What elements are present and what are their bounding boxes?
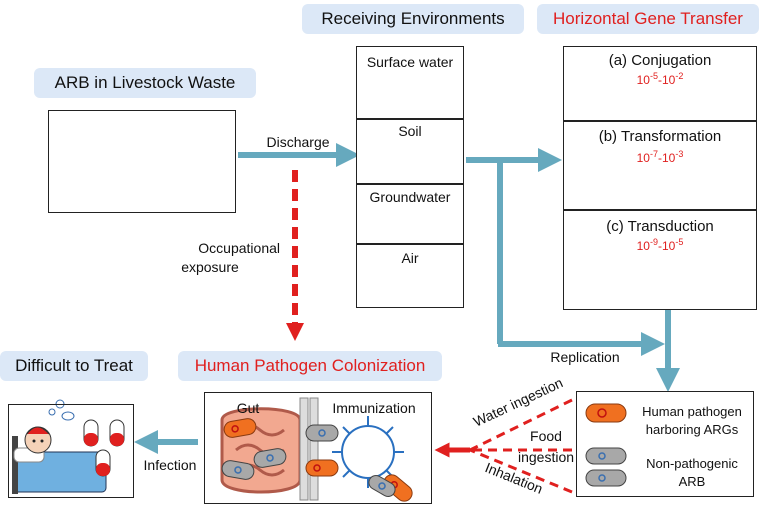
env-air: Air	[401, 250, 419, 266]
hgt-conjugation-rate: 10-5-10-2	[636, 71, 684, 87]
conj-exp-a: -5	[649, 71, 658, 81]
trf-rate-b: 10	[662, 151, 676, 165]
infection-label: Infection	[143, 457, 197, 473]
legend-pathogen-line-2: harboring ARGs	[645, 422, 739, 437]
env-divider-3	[356, 243, 464, 245]
hgt-transformation-label: (b) Transformation	[598, 128, 722, 145]
food-ingestion-label-2: ingestion	[517, 449, 575, 465]
legend-pathogen-line-1: Human pathogen	[642, 404, 742, 419]
trf-rate-a: 10	[636, 151, 650, 165]
env-surface-water: Surface water	[366, 54, 454, 70]
legend-bacteria	[585, 403, 627, 487]
epithelial-barrier	[299, 397, 319, 501]
patient-illustration	[12, 399, 125, 494]
conj-rate-b: 10	[662, 73, 676, 87]
env-to-hgt-arrow	[466, 157, 503, 163]
colonization-box	[204, 392, 432, 504]
trd-rate-a: 10	[636, 239, 650, 253]
header-horizontal-gene-transfer: Horizontal Gene Transfer	[537, 4, 759, 34]
occupational-label-1: Occupational	[198, 240, 280, 256]
legend-nonpath-line-2: ARB	[678, 474, 706, 489]
trf-exp-a: -7	[649, 149, 658, 159]
inhalation-path	[469, 448, 573, 494]
water-ingestion-path	[469, 398, 573, 452]
immunization-label: Immunization	[332, 400, 416, 416]
hgt-divider-1	[563, 120, 757, 122]
immunization-illustration	[305, 416, 413, 502]
conj-rate-a: 10	[636, 73, 650, 87]
trd-exp-b: -5	[675, 237, 684, 247]
header-human-pathogen-colonization: Human Pathogen Colonization	[178, 351, 442, 381]
hgt-transformation-rate: 10-7-10-3	[636, 149, 684, 165]
gut-illustration	[220, 407, 302, 494]
hgt-transduction-label: (c) Transduction	[606, 218, 714, 235]
hgt-box	[563, 46, 757, 310]
header-difficult-to-treat: Difficult to Treat	[0, 351, 148, 381]
header-receiving-environments: Receiving Environments	[302, 4, 524, 34]
trd-exp-a: -9	[649, 237, 658, 247]
hgt-conjugation-label: (a) Conjugation	[608, 52, 712, 69]
trf-exp-b: -3	[675, 149, 684, 159]
legend-box	[576, 391, 754, 497]
hgt-transduction-rate: 10-9-10-5	[636, 237, 684, 253]
occupational-label-2: exposure	[181, 259, 239, 275]
food-ingestion-label-1: Food	[530, 428, 562, 444]
header-arb-livestock: ARB in Livestock Waste	[34, 68, 256, 98]
discharge-label: Discharge	[266, 134, 330, 150]
conj-exp-b: -2	[675, 71, 684, 81]
replication-label: Replication	[550, 349, 620, 365]
env-divider-1	[356, 118, 464, 120]
trd-rate-b: 10	[662, 239, 676, 253]
env-groundwater: Groundwater	[369, 189, 451, 205]
env-divider-2	[356, 183, 464, 185]
env-soil: Soil	[398, 123, 422, 139]
gut-label: Gut	[236, 400, 260, 416]
environments-box	[356, 46, 464, 308]
livestock-waste-box	[48, 110, 236, 213]
patient-box	[8, 404, 134, 498]
legend-nonpath-line-1: Non-pathogenic	[646, 456, 738, 471]
hgt-divider-2	[563, 209, 757, 211]
